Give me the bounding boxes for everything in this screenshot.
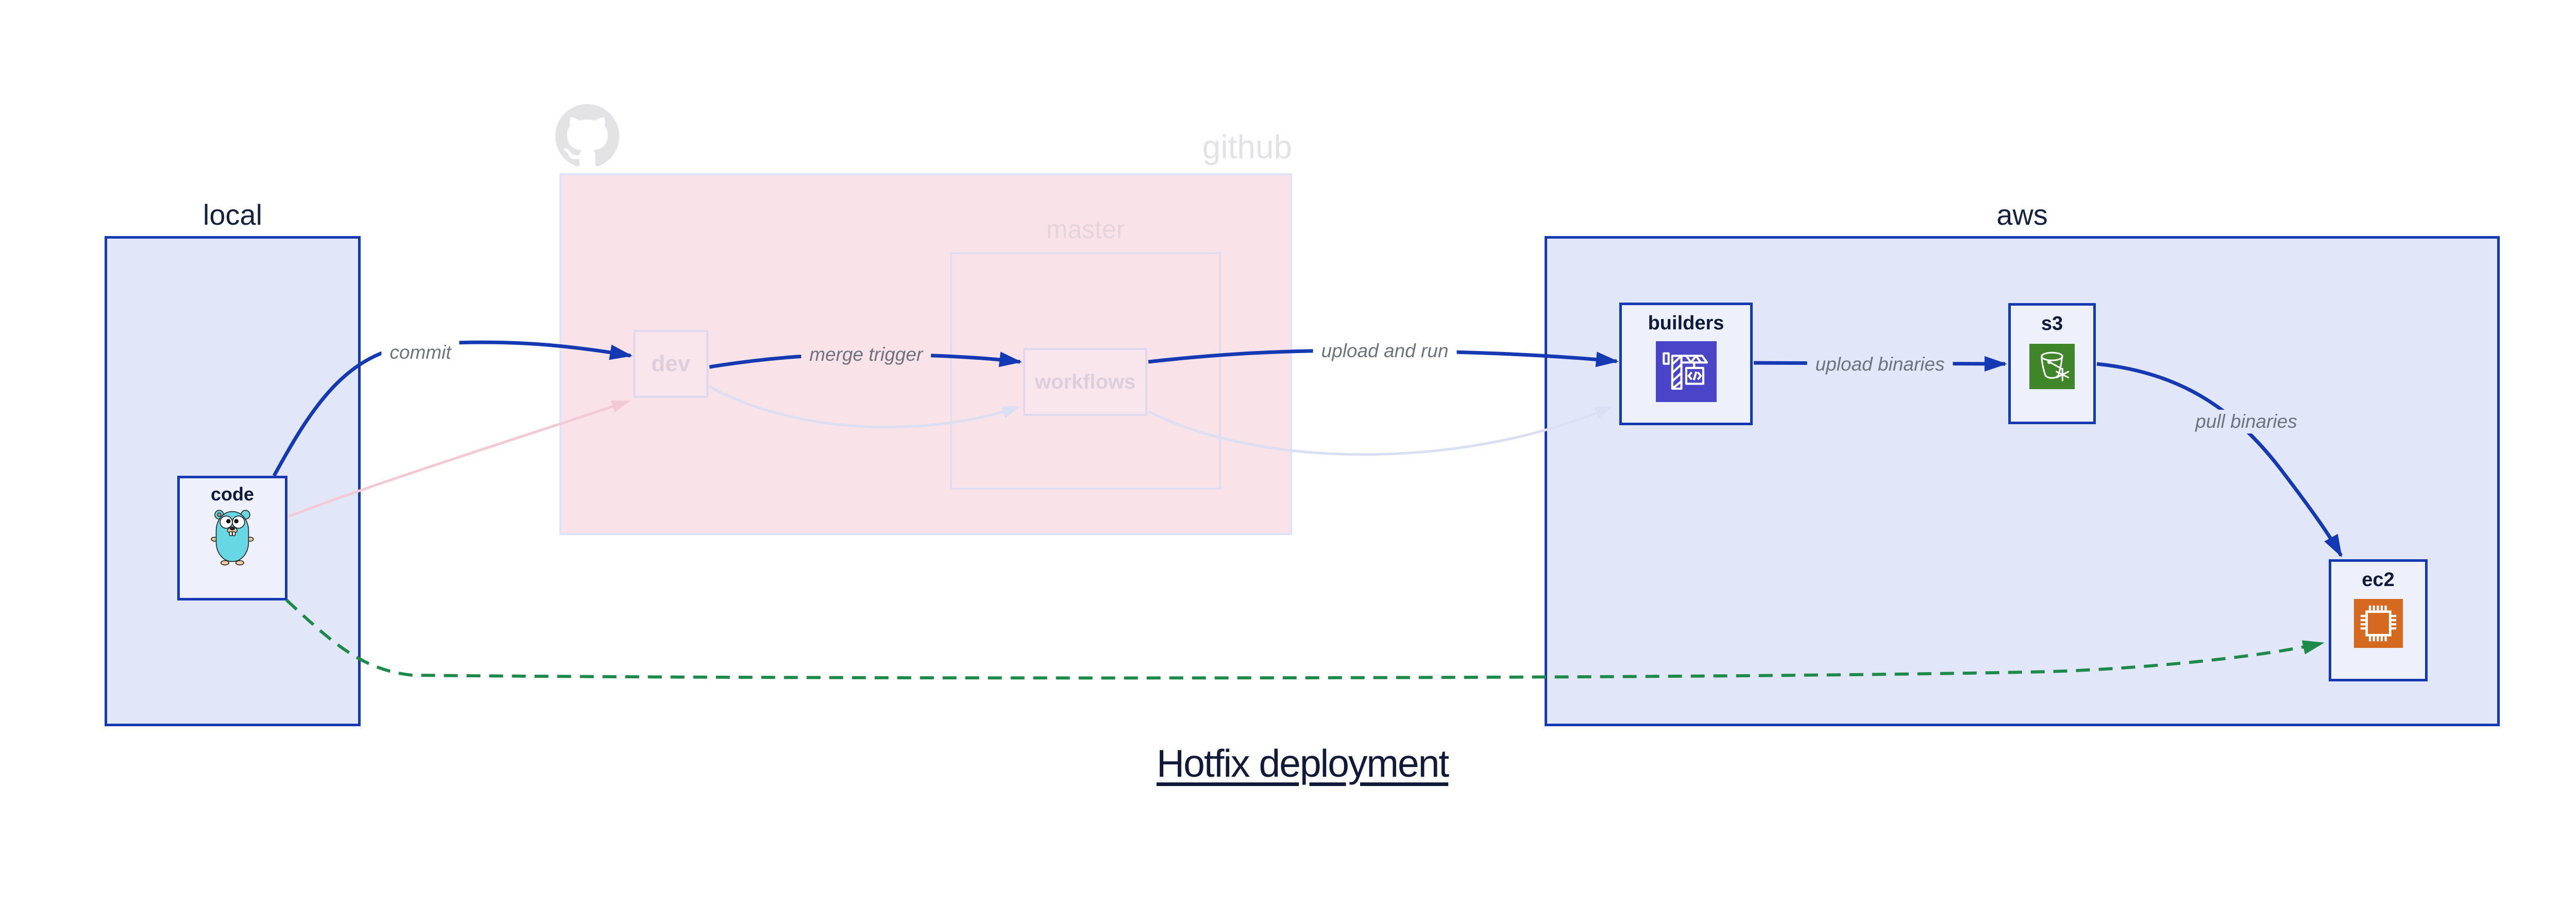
edge-label-pull-binaries: pull binaries — [2187, 410, 2306, 433]
node-builders-label: builders — [1648, 312, 1724, 334]
node-builders: builders — [1619, 303, 1753, 425]
go-gopher-icon — [211, 510, 254, 566]
ec2-chip-icon — [2353, 598, 2403, 648]
codebuild-crane-icon — [1655, 341, 1717, 402]
node-ec2-label: ec2 — [2362, 569, 2395, 591]
node-workflows-label: workflows — [1035, 371, 1136, 393]
node-ec2: ec2 — [2329, 559, 2428, 681]
github-octocat-icon — [555, 104, 619, 166]
edge-label-merge-trigger: merge trigger — [801, 343, 931, 366]
node-code-label: code — [210, 483, 255, 505]
node-dev-label: dev — [651, 350, 690, 376]
container-aws-label: aws — [1996, 198, 2048, 231]
node-s3-label: s3 — [2041, 313, 2063, 335]
node-s3: s3 — [2008, 303, 2096, 424]
node-workflows: workflows — [1023, 348, 1147, 416]
edge-label-upload-and-run: upload and run — [1313, 339, 1457, 363]
edge-label-upload-binaries: upload binaries — [1807, 353, 1953, 376]
node-code: code — [177, 476, 287, 600]
s3-bucket-icon — [2029, 343, 2075, 389]
container-master-label: master — [1046, 215, 1125, 244]
diagram-title: Hotfix deployment — [1156, 742, 1449, 785]
container-github-label: github — [1202, 128, 1292, 165]
node-dev: dev — [633, 330, 708, 398]
container-master — [950, 252, 1221, 490]
container-local-label: local — [202, 198, 263, 231]
edge-label-commit: commit — [381, 341, 460, 364]
